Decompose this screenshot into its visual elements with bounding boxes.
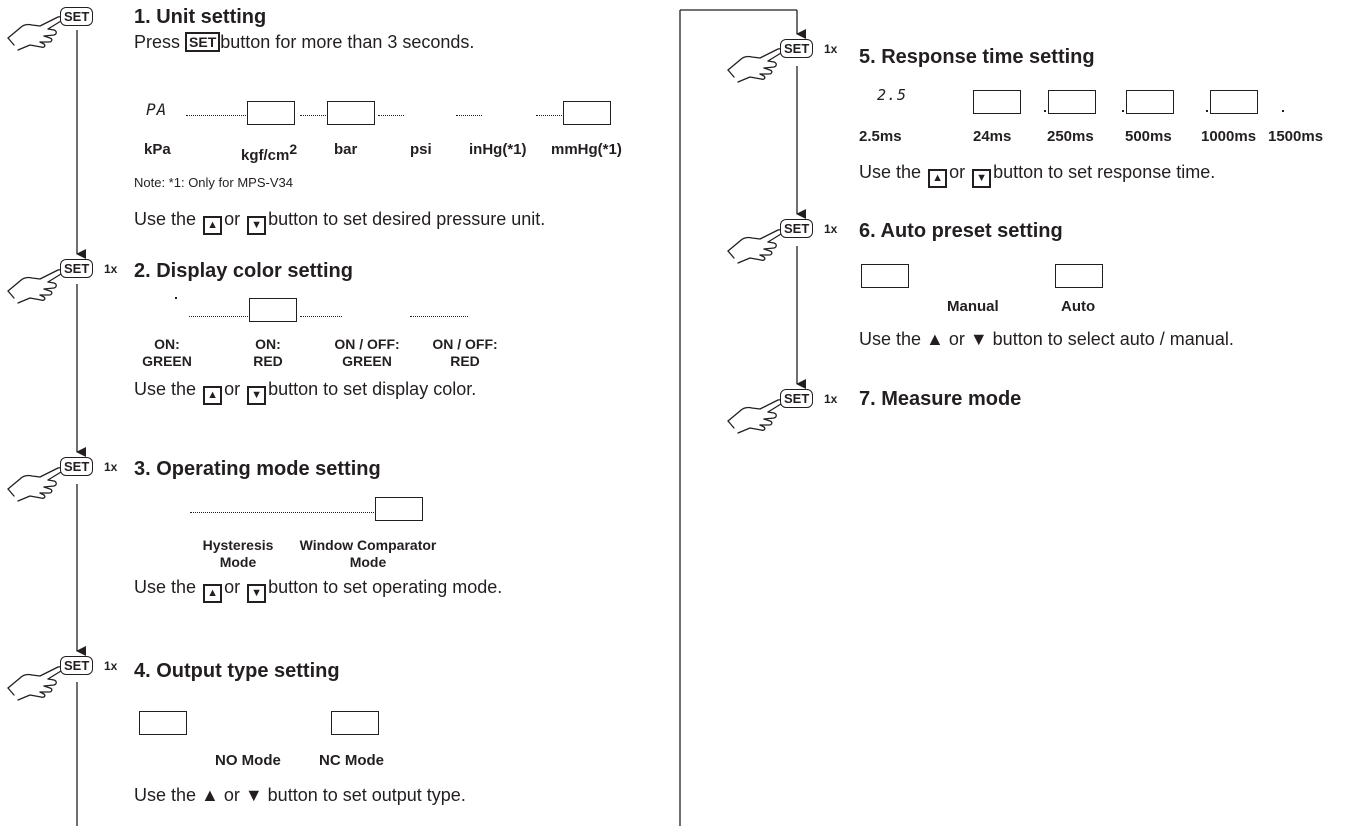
step1-press-text: Press: [134, 32, 181, 52]
blank-display-marker: [175, 297, 177, 299]
display-box: [973, 90, 1021, 114]
response-option-250ms: 250ms: [1047, 128, 1094, 145]
response-option-500ms: 500ms: [1125, 128, 1172, 145]
display-box: [563, 101, 611, 125]
dotted-leader: [456, 115, 482, 116]
display-box: [249, 298, 297, 322]
set-key-step1: SET: [60, 7, 94, 26]
step3-title: 3. Operating mode setting: [134, 458, 381, 480]
step1-press-rest: button for more than 3 seconds.: [220, 32, 475, 52]
set-key-step6: SET: [780, 219, 814, 238]
display-box: [375, 497, 423, 521]
dotted-leader: [186, 115, 246, 116]
press-count-step2: 1x: [104, 262, 118, 276]
hand-press-icon: [727, 48, 783, 83]
up-arrow-button-icon: ▲: [203, 216, 223, 235]
color-option-onoff-red: ON / OFF:RED: [432, 336, 498, 369]
up-arrow-button-icon: ▲: [203, 386, 223, 405]
response-option-1000ms: 1000ms: [1201, 128, 1257, 145]
hand-press-icon: [727, 399, 783, 434]
response-option-1500ms: 1500ms: [1268, 128, 1324, 145]
unit-inhg-label: inHg(*1): [469, 141, 527, 158]
set-key-step7: SET: [780, 389, 814, 408]
step1-instruction: Use the ▲or ▼button to set desired press…: [134, 209, 545, 235]
set-key-step5: SET: [780, 39, 814, 58]
separator-dot: [1122, 110, 1124, 112]
dotted-leader: [536, 115, 562, 116]
hand-press-icon: [7, 269, 63, 304]
step5-instruction: Use the ▲or ▼button to set response time…: [859, 162, 1215, 188]
press-count-step5: 1x: [824, 42, 838, 56]
dotted-leader: [300, 115, 326, 116]
hand-press-icon: [7, 666, 63, 701]
up-arrow-button-icon: ▲: [928, 169, 948, 188]
display-kpa-segment: PA: [146, 100, 168, 119]
hand-press-icon: [7, 16, 63, 51]
step2-instruction: Use the ▲or ▼button to set display color…: [134, 379, 476, 405]
color-option-on-red: ON:RED: [253, 336, 283, 369]
color-option-on-green: ON:GREEN: [142, 336, 192, 369]
separator-dot: [1206, 110, 1208, 112]
unit-mmhg-label: mmHg(*1): [551, 141, 622, 158]
set-key-step3: SET: [60, 457, 94, 476]
display-box: [247, 101, 295, 125]
dotted-leader: [378, 115, 404, 116]
step1-note: Note: *1: Only for MPS-V34: [134, 175, 293, 190]
display-box: [1055, 264, 1103, 288]
hand-press-icon: [727, 229, 783, 264]
display-box: [1048, 90, 1096, 114]
step5-title: 5. Response time setting: [859, 46, 1095, 68]
unit-bar-label: bar: [334, 141, 358, 158]
dotted-leader: [300, 316, 342, 317]
press-count-step4: 1x: [104, 659, 118, 673]
display-box: [327, 101, 375, 125]
set-key-step2: SET: [60, 259, 94, 278]
response-option-2-5ms: 2.5ms: [859, 128, 902, 145]
display-box: [861, 264, 909, 288]
step1-title: 1. Unit setting: [134, 6, 267, 28]
down-arrow-button-icon: ▼: [247, 386, 267, 405]
output-option-nc-mode: NC Mode: [319, 752, 384, 769]
press-count-step6: 1x: [824, 222, 838, 236]
set-key-inline: SET: [185, 32, 221, 52]
dotted-leader: [189, 316, 248, 317]
unit-kgfcm2-superscript: 2: [289, 141, 298, 157]
press-count-step7: 1x: [824, 392, 838, 406]
step6-instruction: Use the ▲ or ▼ button to select auto / m…: [859, 329, 1234, 349]
display-box: [1126, 90, 1174, 114]
output-option-no-mode: NO Mode: [215, 752, 281, 769]
unit-kgfcm2-label: kgf/cm2: [241, 141, 298, 164]
separator-dot: [1282, 110, 1284, 112]
up-arrow-button-icon: ▲: [203, 584, 223, 603]
separator-dot: [1044, 110, 1046, 112]
display-box: [331, 711, 379, 735]
press-count-step3: 1x: [104, 460, 118, 474]
step3-instruction: Use the ▲or ▼button to set operating mod…: [134, 577, 502, 603]
hand-press-icon: [7, 467, 63, 502]
step7-title: 7. Measure mode: [859, 388, 1022, 410]
unit-psi-label: psi: [410, 141, 432, 158]
step2-title: 2. Display color setting: [134, 260, 353, 282]
display-box: [139, 711, 187, 735]
preset-option-manual: Manual: [947, 298, 999, 315]
down-arrow-button-icon: ▼: [247, 584, 267, 603]
preset-option-auto: Auto: [1061, 298, 1096, 315]
step4-title: 4. Output type setting: [134, 660, 340, 682]
set-key-step4: SET: [60, 656, 94, 675]
display-2-5-segment: 2.5: [877, 86, 908, 104]
display-box: [1210, 90, 1258, 114]
down-arrow-button-icon: ▼: [972, 169, 992, 188]
unit-kpa-label: kPa: [144, 141, 171, 158]
down-arrow-button-icon: ▼: [247, 216, 267, 235]
color-option-onoff-green: ON / OFF:GREEN: [334, 336, 400, 369]
dotted-leader: [190, 512, 374, 513]
step6-title: 6. Auto preset setting: [859, 220, 1063, 242]
dotted-leader: [410, 316, 468, 317]
response-option-24ms: 24ms: [973, 128, 1012, 145]
step4-instruction: Use the ▲ or ▼ button to set output type…: [134, 785, 466, 805]
